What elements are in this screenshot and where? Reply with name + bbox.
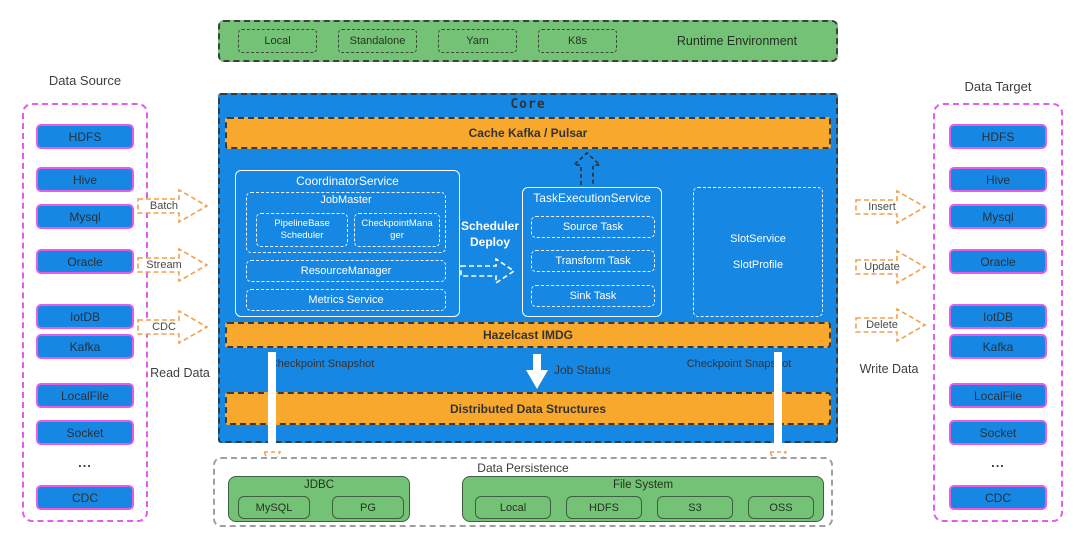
read-data-label: Read Data bbox=[150, 366, 210, 380]
cache-kafka-pulsar-bar: Cache Kafka / Pulsar bbox=[225, 117, 831, 149]
jdbc-pg-box: PG bbox=[332, 496, 404, 519]
checkpoint-snapshot-left-label: Checkpoint Snapshot bbox=[269, 358, 375, 370]
fs-s3-box: S3 bbox=[657, 496, 733, 519]
job-master-title: JobMaster bbox=[320, 194, 372, 206]
file-system-title: File System bbox=[612, 479, 674, 491]
target-item-oracle: Oracle bbox=[949, 249, 1047, 274]
scheduler-deploy-label: Scheduler Deploy bbox=[460, 219, 520, 249]
target-item-hive: Hive bbox=[949, 167, 1047, 192]
task-execution-service-box: TaskExecutionService Source Task Transfo… bbox=[522, 187, 662, 317]
source-item-ellipsis: ... bbox=[78, 455, 92, 470]
flow-batch: Batch bbox=[137, 187, 209, 225]
source-item-socket: Socket bbox=[36, 420, 134, 445]
fs-local-box: Local bbox=[475, 496, 551, 519]
checkpoint-manager-box: CheckpointManager bbox=[354, 213, 440, 247]
task-to-cache-arrow-icon bbox=[572, 152, 602, 185]
target-item-ellipsis: ... bbox=[991, 455, 1005, 470]
job-status-label: Job Status bbox=[554, 363, 611, 377]
delete-arrow-icon bbox=[855, 307, 927, 343]
runtime-mode-yarn: Yarn bbox=[438, 29, 517, 53]
resource-manager-box: ResourceManager bbox=[246, 260, 446, 282]
runtime-environment-bar: Local Standalone Yarn K8s Runtime Enviro… bbox=[218, 20, 838, 62]
flow-insert-label: Insert bbox=[868, 201, 896, 213]
distributed-data-structures-bar: Distributed Data Structures bbox=[225, 392, 831, 425]
hazelcast-imdg-bar: Hazelcast IMDG bbox=[225, 322, 831, 348]
runtime-mode-k8s: K8s bbox=[538, 29, 617, 53]
source-task-box: Source Task bbox=[531, 216, 655, 238]
metrics-service-box: Metrics Service bbox=[246, 289, 446, 311]
flow-cdc: CDC bbox=[137, 308, 209, 346]
stream-arrow-icon bbox=[137, 247, 209, 283]
source-item-cdc: CDC bbox=[36, 485, 134, 510]
slot-profile-label: SlotProfile bbox=[732, 259, 784, 271]
batch-arrow-icon bbox=[137, 188, 209, 224]
jdbc-mysql-box: MySQL bbox=[238, 496, 310, 519]
source-item-localfile: LocalFile bbox=[36, 383, 134, 408]
runtime-mode-local: Local bbox=[238, 29, 317, 53]
sink-task-box: Sink Task bbox=[531, 285, 655, 307]
fs-oss-box: OSS bbox=[748, 496, 814, 519]
data-source-panel: HDFS Hive Mysql Oracle IotDB Kafka Local… bbox=[22, 103, 148, 522]
flow-stream: Stream bbox=[137, 246, 209, 284]
data-source-title: Data Source bbox=[48, 72, 122, 88]
target-item-socket: Socket bbox=[949, 420, 1047, 445]
flow-update: Update bbox=[855, 248, 927, 286]
flow-delete: Delete bbox=[855, 306, 927, 344]
source-item-oracle: Oracle bbox=[36, 249, 134, 274]
pipeline-base-scheduler-box: PipelineBase Scheduler bbox=[256, 213, 348, 247]
slot-service-label: SlotService bbox=[730, 233, 786, 245]
source-item-kafka: Kafka bbox=[36, 334, 134, 359]
checkpoint-flow-arrow-right bbox=[768, 352, 788, 471]
flow-stream-label: Stream bbox=[146, 259, 182, 271]
data-target-panel: HDFS Hive Mysql Oracle IotDB Kafka Local… bbox=[933, 103, 1063, 522]
jdbc-box: JDBC MySQL PG bbox=[228, 476, 410, 522]
coordinator-service-title: CoordinatorService bbox=[296, 174, 399, 188]
data-target-title: Data Target bbox=[964, 78, 1032, 94]
data-persistence-panel: Data Persistence JDBC MySQL PG File Syst… bbox=[213, 457, 833, 527]
source-item-iotdb: IotDB bbox=[36, 304, 134, 329]
flow-cdc-label: CDC bbox=[152, 321, 176, 333]
flow-batch-label: Batch bbox=[149, 200, 179, 212]
coordinator-service-box: CoordinatorService JobMaster PipelineBas… bbox=[235, 170, 460, 317]
update-arrow-icon bbox=[855, 249, 927, 285]
target-item-kafka: Kafka bbox=[949, 334, 1047, 359]
flow-insert: Insert bbox=[855, 188, 927, 226]
checkpoint-snapshot-right-label: Checkpoint Snapshot bbox=[686, 358, 792, 370]
flow-update-label: Update bbox=[864, 261, 900, 273]
target-item-localfile: LocalFile bbox=[949, 383, 1047, 408]
jdbc-title: JDBC bbox=[303, 479, 335, 491]
checkpoint-flow-arrow-left bbox=[262, 352, 282, 471]
runtime-environment-title: Runtime Environment bbox=[676, 34, 798, 48]
slot-service-box: SlotService SlotProfile bbox=[693, 187, 823, 317]
source-item-mysql: Mysql bbox=[36, 204, 134, 229]
target-item-mysql: Mysql bbox=[949, 204, 1047, 229]
flow-delete-label: Delete bbox=[866, 319, 898, 331]
write-data-label: Write Data bbox=[859, 362, 919, 376]
cdc-arrow-icon bbox=[137, 309, 209, 345]
job-master-box: JobMaster PipelineBase Scheduler Checkpo… bbox=[246, 192, 446, 253]
insert-arrow-icon bbox=[855, 189, 927, 225]
target-item-iotdb: IotDB bbox=[949, 304, 1047, 329]
source-item-hdfs: HDFS bbox=[36, 124, 134, 149]
transform-task-box: Transform Task bbox=[531, 250, 655, 272]
deploy-arrow-icon bbox=[460, 258, 516, 284]
core-title: Core bbox=[510, 97, 546, 112]
source-item-hive: Hive bbox=[36, 167, 134, 192]
file-system-box: File System Local HDFS S3 OSS bbox=[462, 476, 824, 522]
target-item-cdc: CDC bbox=[949, 485, 1047, 510]
runtime-mode-standalone: Standalone bbox=[338, 29, 417, 53]
task-execution-service-title: TaskExecutionService bbox=[533, 191, 651, 205]
target-item-hdfs: HDFS bbox=[949, 124, 1047, 149]
job-status-arrow-icon bbox=[526, 354, 548, 389]
fs-hdfs-box: HDFS bbox=[566, 496, 642, 519]
data-persistence-title: Data Persistence bbox=[477, 461, 569, 475]
core-panel: Core Cache Kafka / Pulsar CoordinatorSer… bbox=[218, 93, 838, 443]
